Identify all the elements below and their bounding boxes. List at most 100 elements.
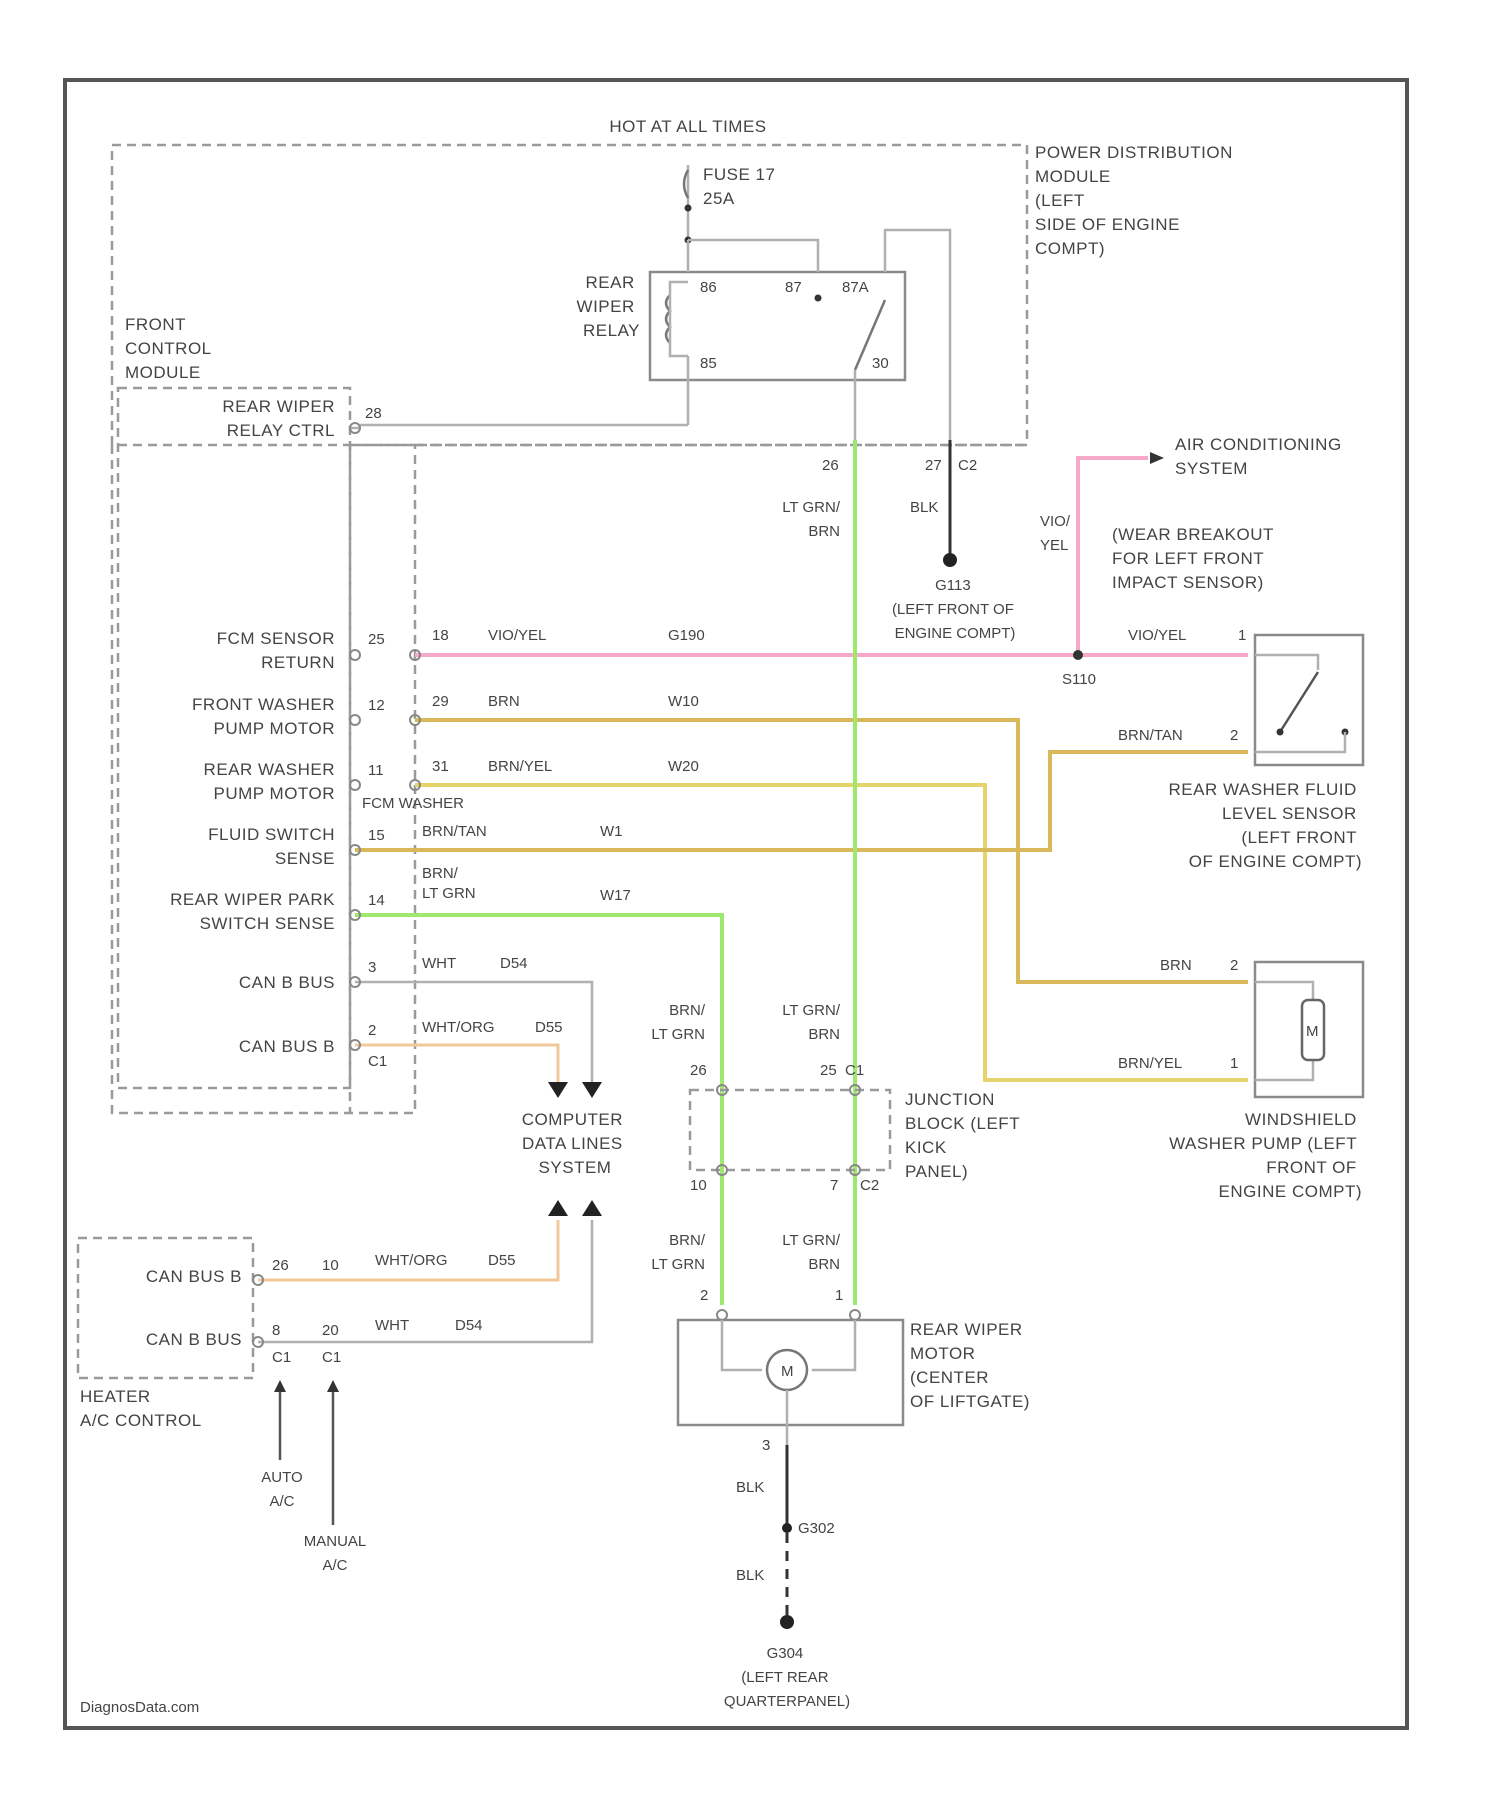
svg-text:REAR WIPERRELAY CTRL: REAR WIPERRELAY CTRL: [222, 397, 335, 440]
g302-splice: [782, 1523, 792, 1533]
svg-text:CAN B BUS: CAN B BUS: [239, 973, 335, 992]
g304-label: G304 (LEFT REAR QUARTERPANEL): [724, 1645, 850, 1710]
svg-text:BRN/: BRN/: [422, 865, 459, 882]
wire-can-bus-b-hvac: [258, 1220, 558, 1280]
fluid-sensor-label: REAR WASHER FLUID LEVEL SENSOR (LEFT FRO…: [1168, 780, 1362, 871]
svg-text:20: 20: [322, 1322, 339, 1339]
svg-text:LT GRN: LT GRN: [422, 885, 476, 902]
svg-text:W20: W20: [668, 758, 699, 775]
svg-text:8: 8: [272, 1322, 280, 1339]
fcm-label: FRONT CONTROL MODULE: [125, 315, 216, 382]
svg-text:CAN BUS B: CAN BUS B: [146, 1267, 242, 1286]
svg-text:LT GRN/BRN: LT GRN/BRN: [782, 1232, 841, 1273]
svg-text:BRN/LT GRN: BRN/LT GRN: [651, 1002, 705, 1043]
svg-text:BRN: BRN: [1160, 957, 1192, 974]
svg-text:2: 2: [1230, 727, 1238, 744]
svg-text:11: 11: [368, 762, 384, 779]
fcm-connector-pins: [350, 423, 420, 1050]
svg-text:WHT/ORG: WHT/ORG: [422, 1019, 495, 1036]
svg-text:BRN/YEL: BRN/YEL: [488, 758, 552, 775]
g304-ground: [780, 1615, 794, 1629]
pdm-label: POWER DISTRIBUTION MODULE (LEFT SIDE OF …: [1035, 143, 1238, 258]
svg-text:LT GRN/BRN: LT GRN/BRN: [782, 1002, 841, 1043]
fcm-connector-boundary: [350, 445, 415, 1113]
svg-text:C1: C1: [368, 1053, 387, 1070]
svg-text:YEL: YEL: [1040, 537, 1068, 554]
manual-ac-arrow: [327, 1380, 339, 1525]
svg-text:28: 28: [365, 405, 382, 422]
svg-text:10: 10: [690, 1177, 707, 1194]
g113-label: G113 (LEFT FRONT OF ENGINE COMPT): [892, 577, 1018, 642]
fuse-label: FUSE 17 25A: [703, 165, 781, 208]
svg-text:W10: W10: [668, 693, 699, 710]
svg-text:26: 26: [272, 1257, 289, 1274]
auto-ac-arrow: [274, 1380, 286, 1460]
svg-text:BLK: BLK: [736, 1567, 764, 1584]
svg-text:2: 2: [1230, 957, 1238, 974]
svg-text:BLK: BLK: [910, 499, 938, 516]
relay-label: REAR WIPER RELAY: [577, 273, 640, 340]
cdl-arrows-top: [548, 1082, 602, 1098]
svg-text:VIO/YEL: VIO/YEL: [1128, 627, 1186, 644]
hvac-label: HEATER A/C CONTROL: [80, 1387, 202, 1430]
svg-text:C1: C1: [845, 1062, 864, 1079]
svg-text:C1: C1: [272, 1349, 291, 1366]
svg-text:29: 29: [432, 693, 449, 710]
svg-text:M: M: [781, 1363, 794, 1380]
svg-text:31: 31: [432, 758, 449, 775]
svg-text:D54: D54: [455, 1317, 483, 1334]
svg-text:VIO/YEL: VIO/YEL: [488, 627, 546, 644]
cdl-arrows-bottom: [548, 1200, 602, 1216]
svg-text:S110: S110: [1062, 671, 1096, 688]
svg-text:BLK: BLK: [736, 1479, 764, 1496]
svg-text:BRN/YEL: BRN/YEL: [1118, 1055, 1182, 1072]
svg-text:1: 1: [835, 1287, 843, 1304]
wear-breakout-label: (WEAR BREAKOUT FOR LEFT FRONT IMPACT SEN…: [1112, 525, 1279, 592]
svg-text:3: 3: [368, 959, 376, 976]
svg-text:BRN/TAN: BRN/TAN: [422, 823, 487, 840]
junction-block-label: JUNCTION BLOCK (LEFT KICK PANEL): [905, 1090, 1025, 1181]
washer-pump-label: WINDSHIELD WASHER PUMP (LEFT FRONT OF EN…: [1169, 1110, 1362, 1201]
fluid-sensor-switch: [1280, 672, 1318, 732]
svg-text:FCM WASHER: FCM WASHER: [362, 795, 464, 812]
svg-text:85: 85: [700, 355, 717, 372]
svg-text:27: 27: [925, 457, 942, 474]
svg-text:15: 15: [368, 827, 385, 844]
svg-text:CAN BUS B: CAN BUS B: [239, 1037, 335, 1056]
svg-text:BRN/LT GRN: BRN/LT GRN: [651, 1232, 705, 1273]
svg-text:G302: G302: [798, 1520, 835, 1537]
fcm-pin-can-b-bus: CAN B BUS 3 WHT D54: [239, 955, 528, 992]
svg-text:WHT/ORG: WHT/ORG: [375, 1252, 448, 1269]
rear-motor-label: REAR WIPER MOTOR (CENTER OF LIFTGATE): [910, 1320, 1030, 1411]
svg-text:VIO/: VIO/: [1040, 513, 1071, 530]
svg-text:BRN/TAN: BRN/TAN: [1118, 727, 1183, 744]
svg-text:30: 30: [872, 355, 889, 372]
svg-text:1: 1: [1238, 627, 1246, 644]
svg-text:C1: C1: [322, 1349, 341, 1366]
svg-text:W17: W17: [600, 887, 631, 904]
svg-text:WHT: WHT: [422, 955, 456, 972]
cdl-label: COMPUTER DATA LINES SYSTEM: [522, 1110, 629, 1177]
svg-text:C2: C2: [860, 1177, 879, 1194]
svg-text:25: 25: [368, 631, 385, 648]
svg-text:26: 26: [690, 1062, 707, 1079]
svg-text:D54: D54: [500, 955, 528, 972]
svg-text:26: 26: [822, 457, 839, 474]
svg-text:87A: 87A: [842, 279, 869, 296]
hot-at-all-times-label: HOT AT ALL TIMES: [609, 117, 766, 136]
svg-text:2: 2: [368, 1022, 376, 1039]
svg-text:87: 87: [785, 279, 802, 296]
ac-system-label: AIR CONDITIONINGSYSTEM: [1175, 435, 1342, 478]
svg-text:WHT: WHT: [375, 1317, 409, 1334]
svg-text:10: 10: [322, 1257, 339, 1274]
svg-text:7: 7: [830, 1177, 838, 1194]
